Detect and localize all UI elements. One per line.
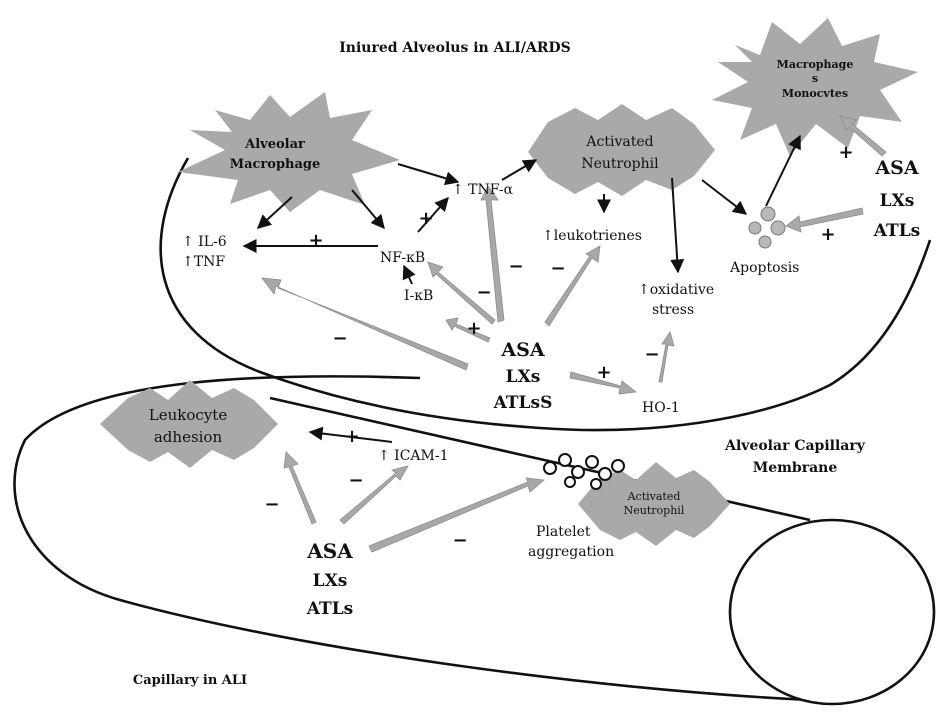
membrane-label-line1: Alveolar Capillary [724,438,866,454]
activated-neutrophil-bottom-star [578,462,730,546]
black-arrows [242,134,801,443]
arrow-icam1-to-leukocyte [308,426,393,443]
arrow-neutrophil-to-apoptosis [701,179,748,215]
arrow-nfkb-to-tnfa [417,196,449,233]
drug-center-asa: ASA [500,339,544,361]
macrophages-monocytes-star [712,18,918,156]
plus-sign: + [308,230,323,251]
minus-sign: − [476,282,491,303]
icam1-label: ↑ ICAM-1 [378,448,449,464]
arrow-neutrophil-to-oxidative [670,177,685,274]
ho1-label: HO-1 [642,400,680,416]
activated-neutrophil-top-label-1: Activated [585,134,653,150]
activated-neutrophil-bottom-label-1: Activated [627,490,681,503]
drug-bottom-atls: ATLs [306,599,353,619]
alveolus-title: Iniured Alveolus in ALI/ARDS [339,40,570,56]
arrow-macrophage-to-tnfa [397,163,460,186]
plus-sign: + [418,208,433,229]
membrane-label-line2: Membrane [753,460,838,476]
leukocyte-adhesion-label-2: adhesion [154,428,223,446]
grey-arrow-to-tnfa [480,185,505,323]
ikb-label: I-κB [404,288,433,304]
alveolar-macrophage-star [178,92,400,212]
capillary-title: Capillary in ALI [133,673,247,688]
drug-right-asa: ASA [874,157,918,179]
macrophages-label-1: Macrophage [777,58,854,71]
grey-arrow-ho1-to-oxidative [658,331,675,383]
arrow-macrophage-to-il6 [256,196,293,229]
apoptosis-cells-icon [748,206,786,249]
alveolus-outline [159,157,932,432]
drug-center-atls: ATLsS [493,393,553,413]
plus-sign: + [838,142,853,163]
oxidative-label-2: stress [652,302,694,318]
arrow-tnfa-to-neutrophil [501,159,538,181]
grey-arrow-to-icam1 [339,465,409,525]
minus-sign: − [644,344,659,365]
drug-bottom-asa: ASA [306,539,353,563]
grey-arrow-to-ikb [445,317,491,343]
capillary-outline [13,375,811,702]
activated-neutrophil-bottom-label-2: Neutrophil [624,504,685,517]
platelet-cluster-icon [543,453,625,490]
grey-arrow-to-nfkb [427,261,496,325]
arrow-ikb-to-nfkb [402,264,416,285]
tnfa-label: ↑ TNF-α [452,182,514,198]
plus-sign: + [344,426,359,447]
platelet-label-1: Platelet [536,524,591,540]
nfkb-label: NF-κB [380,250,425,266]
grey-arrow-to-apoptosis [785,207,864,233]
leukotrienes-label: ↑leukotrienes [542,228,642,244]
macrophages-label-2: s [812,72,818,85]
grey-arrow-to-il6 [261,277,469,371]
plus-sign: + [466,318,481,339]
plus-sign: + [596,362,611,383]
minus-sign: − [452,530,467,551]
arrow-apoptosis-to-macrophages [765,134,801,207]
oxidative-label-1: ↑oxidative [638,282,714,298]
tnf-label: ↑TNF [182,254,225,270]
grey-arrow-to-macrophages [839,115,887,157]
drug-center-lxs: LXs [506,367,541,387]
leukocyte-adhesion-star [100,380,278,468]
capillary-lumen [728,518,936,706]
minus-sign: − [332,328,347,349]
drug-right-lxs: LXs [880,191,915,211]
plus-sign: + [820,224,835,245]
capillary-top-wall [269,396,811,522]
leukocyte-adhesion-label-1: Leukocyte [149,406,228,424]
grey-arrow-to-leukotrienes [544,245,601,327]
il6-label: ↑ IL-6 [182,234,227,250]
platelet-label-2: aggregation [528,544,614,560]
minus-sign: − [550,258,565,279]
grey-arrow-to-platelet [368,477,545,553]
apoptosis-label: Apoptosis [729,260,799,276]
grey-arrow-to-ho1 [569,371,638,395]
drug-bottom-lxs: LXs [313,571,348,591]
grey-arrow-to-leukocyte [283,451,317,525]
minus-sign: − [264,494,279,515]
activated-neutrophil-top-label-2: Neutrophil [581,156,659,172]
grey-arrows [261,115,887,553]
arrow-macrophage-to-nfkb [351,189,385,230]
minus-sign: − [508,256,523,277]
activated-neutrophil-top-star [528,104,715,196]
alveolar-macrophage-label-1: Alveolar [244,137,305,152]
minus-sign: − [348,470,363,491]
drug-right-atls: ATLs [873,221,920,241]
macrophages-label-3: Monocvtes [782,87,848,100]
alveolar-macrophage-label-2: Macrophage [230,157,321,172]
